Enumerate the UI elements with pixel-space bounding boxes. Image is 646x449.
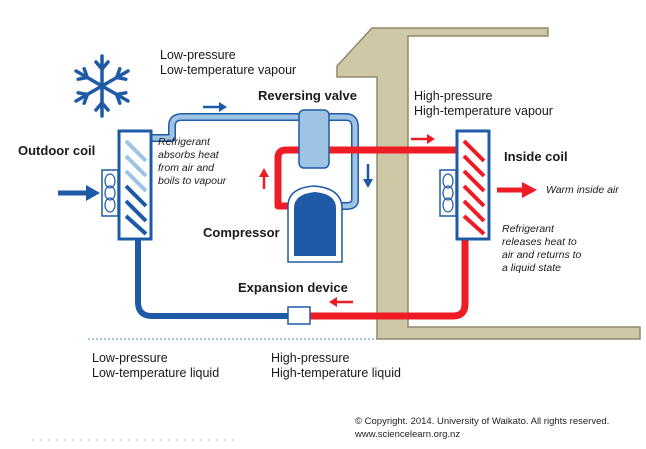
high-pressure-liquid-pipe xyxy=(310,238,469,320)
hot-vapour-flow-arrow-icon xyxy=(411,134,435,144)
warm-air-label: Warm inside air xyxy=(546,184,619,196)
high-pressure-liquid-label: High-pressure High-temperature liquid xyxy=(271,351,401,381)
outdoor-coil-label: Outdoor coil xyxy=(18,143,96,158)
liquid-flow-arrow-icon xyxy=(329,297,353,307)
low-liquid-line-2: Low-temperature liquid xyxy=(92,366,220,380)
snowflake-icon xyxy=(74,54,130,118)
expansion-device-label: Expansion device xyxy=(238,280,348,295)
release-line-1: Refrigerant xyxy=(502,223,554,235)
low-pressure-vapour-label: Low-pressure Low-temperature vapour xyxy=(160,48,296,78)
high-vapour-line-2: High-temperature vapour xyxy=(414,104,553,118)
low-pressure-liquid-pipe xyxy=(135,238,288,319)
high-pressure-vapour-label: High-pressure High-temperature vapour xyxy=(414,89,553,119)
low-vapour-line-1: Low-pressure xyxy=(160,48,236,62)
reversing-valve-label: Reversing valve xyxy=(258,88,358,103)
low-vapour-line-2: Low-temperature vapour xyxy=(160,63,297,77)
high-liquid-line-1: High-pressure xyxy=(271,351,350,365)
high-pressure-vapour-pipe xyxy=(274,146,456,210)
absorb-line-1: Refrigerant xyxy=(158,136,210,148)
outdoor-coil xyxy=(117,129,153,241)
high-liquid-line-2: High-temperature liquid xyxy=(271,366,401,380)
release-line-2: releases heat to xyxy=(502,236,577,248)
website-text: www.sciencelearn.org.nz xyxy=(355,429,461,440)
releases-heat-label: Refrigerant releases heat to air and ret… xyxy=(502,223,581,275)
release-line-3: air and returns to xyxy=(502,249,582,261)
house-wall xyxy=(336,27,641,340)
inside-coil-label: Inside coil xyxy=(504,149,568,164)
up-flow-arrow-icon xyxy=(259,168,269,189)
compressor-body xyxy=(294,192,336,256)
absorb-line-3: from air and xyxy=(158,162,215,174)
absorbs-heat-label: Refrigerant absorbs heat from air and bo… xyxy=(158,136,226,188)
low-pressure-liquid-label: Low-pressure Low-temperature liquid xyxy=(92,351,219,381)
inside-fan-icon xyxy=(439,169,457,217)
warm-air-arrow-icon xyxy=(497,182,537,198)
compressor-label: Compressor xyxy=(203,225,280,240)
outdoor-air-arrow-icon xyxy=(58,185,100,201)
copyright-text: © Copyright. 2014. University of Waikato… xyxy=(355,416,610,427)
expansion-device xyxy=(287,306,311,325)
absorb-line-2: absorbs heat xyxy=(158,149,219,161)
reversing-valve xyxy=(298,109,330,169)
high-vapour-line-1: High-pressure xyxy=(414,89,493,103)
absorb-line-4: boils to vapour xyxy=(158,175,227,187)
vapour-flow-arrow-icon xyxy=(203,102,227,112)
low-liquid-line-1: Low-pressure xyxy=(92,351,168,365)
down-flow-arrow-icon xyxy=(363,164,373,188)
inside-coil xyxy=(455,129,491,241)
release-line-4: a liquid state xyxy=(502,262,561,274)
outdoor-fan-icon xyxy=(101,169,119,217)
